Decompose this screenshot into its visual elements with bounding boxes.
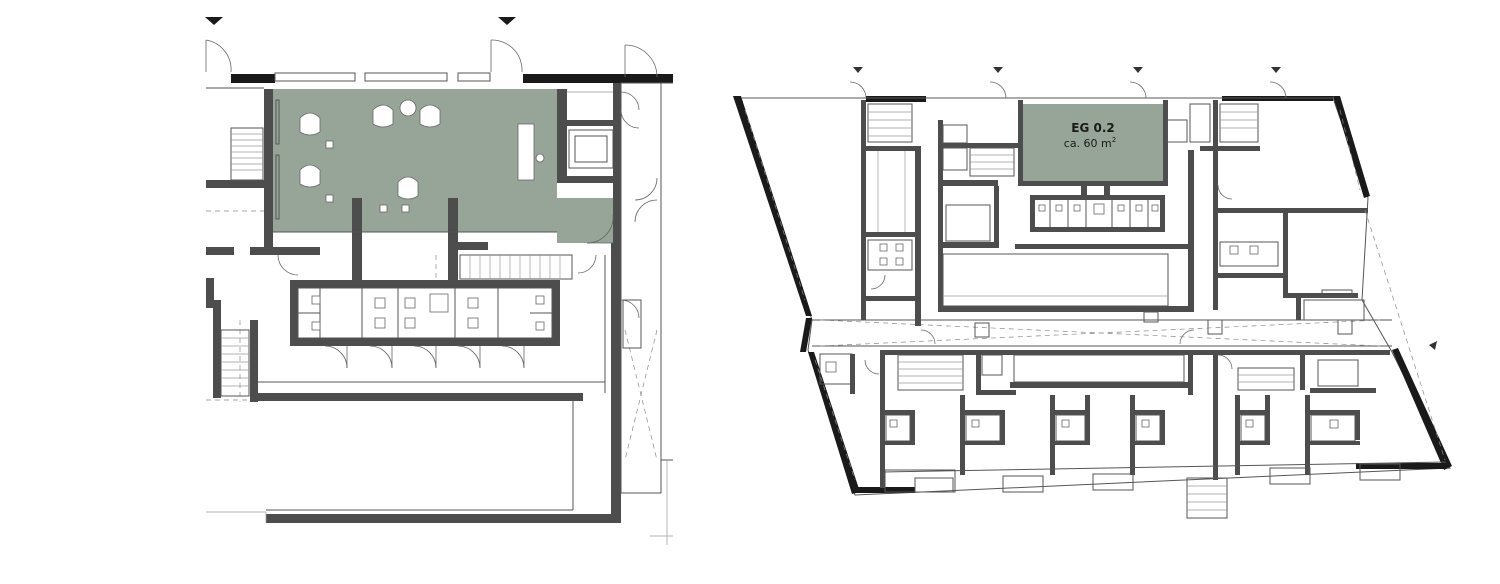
room-area-unit-sup: 2 — [1112, 136, 1116, 144]
left-plan-detail — [205, 17, 673, 545]
entrance-marker-icon — [993, 67, 1003, 73]
entrance-marker-icon — [1133, 67, 1143, 73]
entrance-marker-icon — [1271, 67, 1281, 73]
room-area-value: ca. 60 m — [1064, 137, 1112, 150]
highlighted-room-area — [273, 89, 557, 232]
room-label: EG 0.2 ca. 60 m2 — [1064, 121, 1116, 150]
room-code-label: EG 0.2 — [1071, 121, 1114, 135]
entrance-marker-icon — [205, 17, 223, 25]
highlighted-room-area — [1022, 104, 1164, 182]
entrance-marker-icon — [498, 17, 516, 25]
room-area-label: ca. 60 m2 — [1064, 136, 1116, 150]
right-plan-overview — [733, 67, 1452, 519]
entrance-marker-icon — [1429, 341, 1437, 350]
entrance-marker-icon — [853, 67, 863, 73]
